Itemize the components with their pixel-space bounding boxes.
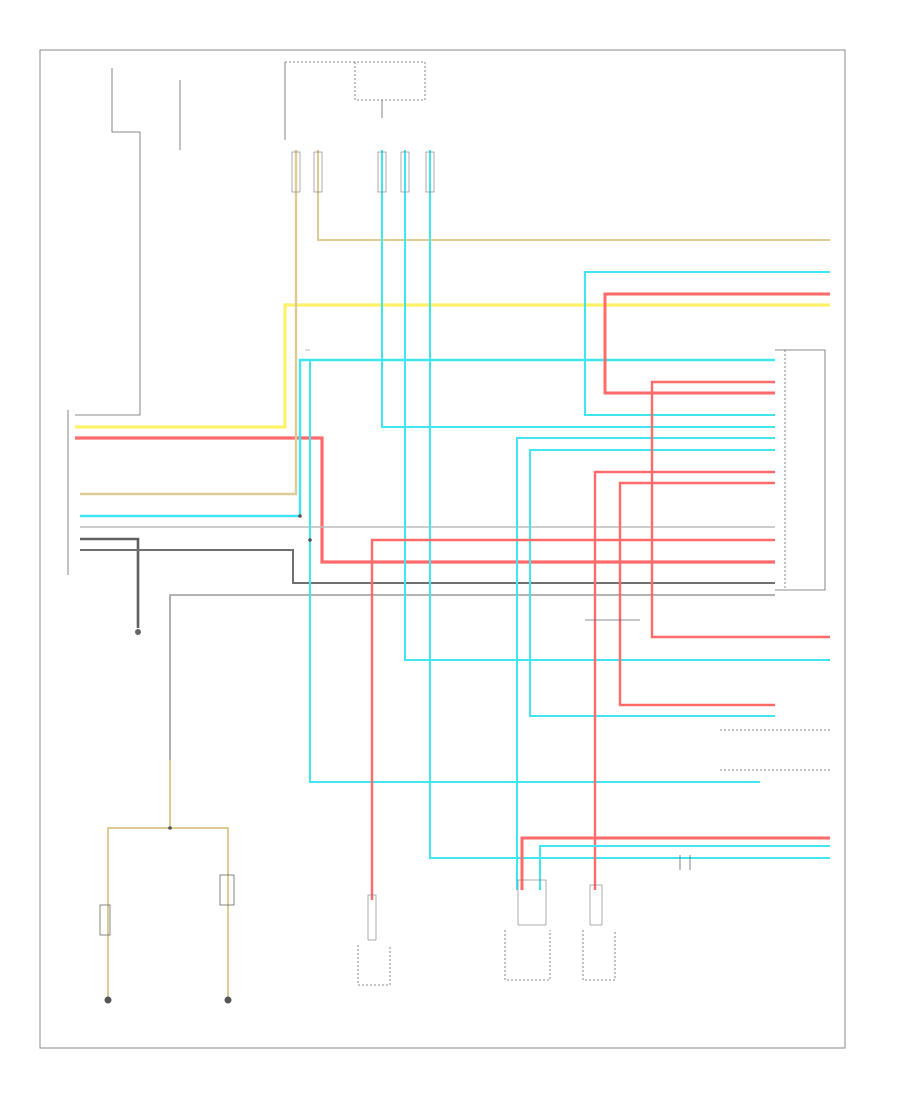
top-center-module — [284, 61, 426, 140]
wire-red-center — [370, 538, 775, 900]
splice-dot-icon — [308, 538, 312, 542]
connector-pin-icon — [291, 151, 301, 193]
bottom-left-component-2 — [219, 874, 235, 1004]
diagram-frame — [39, 49, 846, 1049]
splices — [168, 514, 312, 830]
top-left-component — [111, 68, 181, 222]
wire-cyan-bottom-right — [539, 845, 830, 890]
wire-red-left — [75, 436, 775, 564]
wire-cyan-right-2 — [516, 437, 775, 890]
wire-red-right-3 — [593, 470, 775, 890]
wire-lightgray-3 — [679, 855, 691, 870]
bottom-left-component-1 — [99, 904, 112, 1004]
wire-tan-1 — [80, 150, 298, 496]
wire-cyan-top-3 — [429, 150, 830, 859]
connector-pin-icon — [377, 151, 387, 193]
wire-gray-top-left — [75, 222, 141, 416]
wire-cyan-right-1 — [584, 271, 830, 416]
wire-yellow — [75, 303, 830, 429]
connector-pin-icon — [517, 879, 547, 926]
splice-dot-icon — [298, 514, 302, 518]
wire-red-right-2 — [650, 380, 830, 639]
splice-dot-icon — [168, 826, 172, 830]
wire-red-bottom — [520, 836, 830, 890]
wire-tan-bottom — [107, 760, 229, 1000]
connector-pin-icon — [367, 894, 377, 941]
wire-cyan-top-1 — [381, 150, 775, 428]
ground-icon — [135, 629, 141, 635]
wire-tan-2 — [317, 150, 830, 241]
connector-pin-icon — [589, 884, 603, 926]
resistor-icon — [219, 874, 235, 906]
wire-dark-1 — [80, 537, 140, 628]
left-ground — [135, 629, 141, 635]
wire-cyan-left — [80, 358, 775, 518]
wire-cyan-top-2 — [404, 150, 830, 661]
connector-pin-icon — [425, 151, 435, 193]
connector-pin-icon — [313, 151, 323, 193]
bottom-center-component-2 — [504, 930, 551, 981]
wire-red-right-4 — [618, 481, 775, 707]
resistor-icon — [99, 904, 111, 936]
connector-pins — [291, 151, 603, 941]
bottom-right-component — [582, 930, 616, 981]
wire-dark-2 — [80, 549, 775, 584]
ground-icon — [104, 996, 112, 1004]
connector-pin-icon — [400, 151, 410, 193]
right-control-unit — [775, 349, 826, 591]
wire-cyan-long — [309, 360, 760, 783]
wires — [75, 150, 830, 1000]
ground-icon — [224, 996, 232, 1004]
wire-red-right-1 — [603, 292, 830, 395]
bottom-center-component-1 — [357, 945, 391, 986]
wire-gray-2 — [169, 594, 775, 828]
